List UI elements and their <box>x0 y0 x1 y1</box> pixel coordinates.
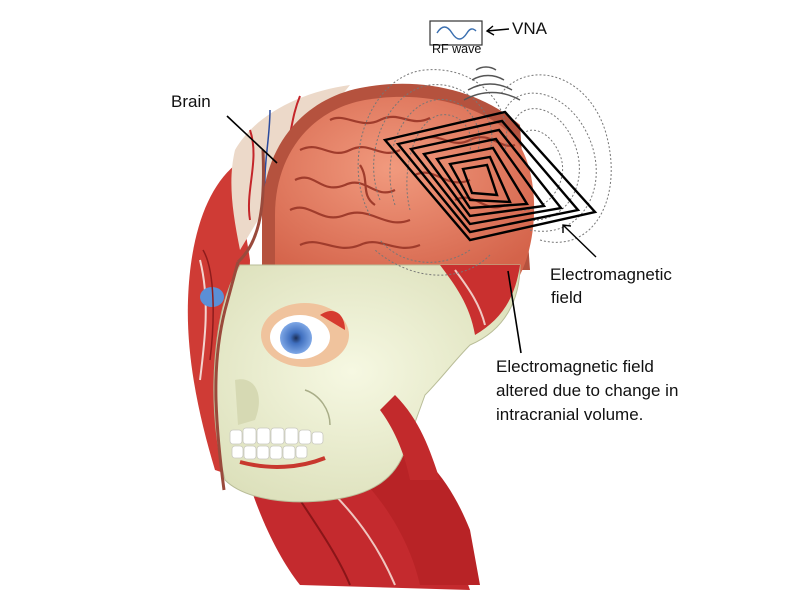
electromagnetic-field-label-line1: Electromagnetic <box>550 265 672 284</box>
sagittal-cut <box>214 261 240 491</box>
vna-label: VNA <box>512 19 547 38</box>
pointer-lines <box>226 115 522 354</box>
teeth <box>229 427 324 460</box>
electromagnetic-field-label-line2: field <box>551 288 583 307</box>
vna-box <box>429 20 483 46</box>
antenna-coil <box>382 110 598 242</box>
temporal-muscle <box>440 265 520 335</box>
rf-wave-label: RF wave <box>432 42 482 56</box>
altered-field-label-line2: altered due to change in <box>496 381 679 400</box>
rf-wave-icon <box>436 26 477 40</box>
electromagnetic-field-lines <box>357 69 612 276</box>
eye-iris <box>280 322 312 354</box>
altered-field-label-line3: intracranial volume. <box>496 405 644 424</box>
left-eye <box>200 287 224 307</box>
rf-wave-arcs <box>463 66 521 101</box>
pointer-arrows <box>485 25 597 258</box>
brain-label: Brain <box>171 92 211 111</box>
altered-field-label-line1: Electromagnetic field <box>496 357 654 376</box>
